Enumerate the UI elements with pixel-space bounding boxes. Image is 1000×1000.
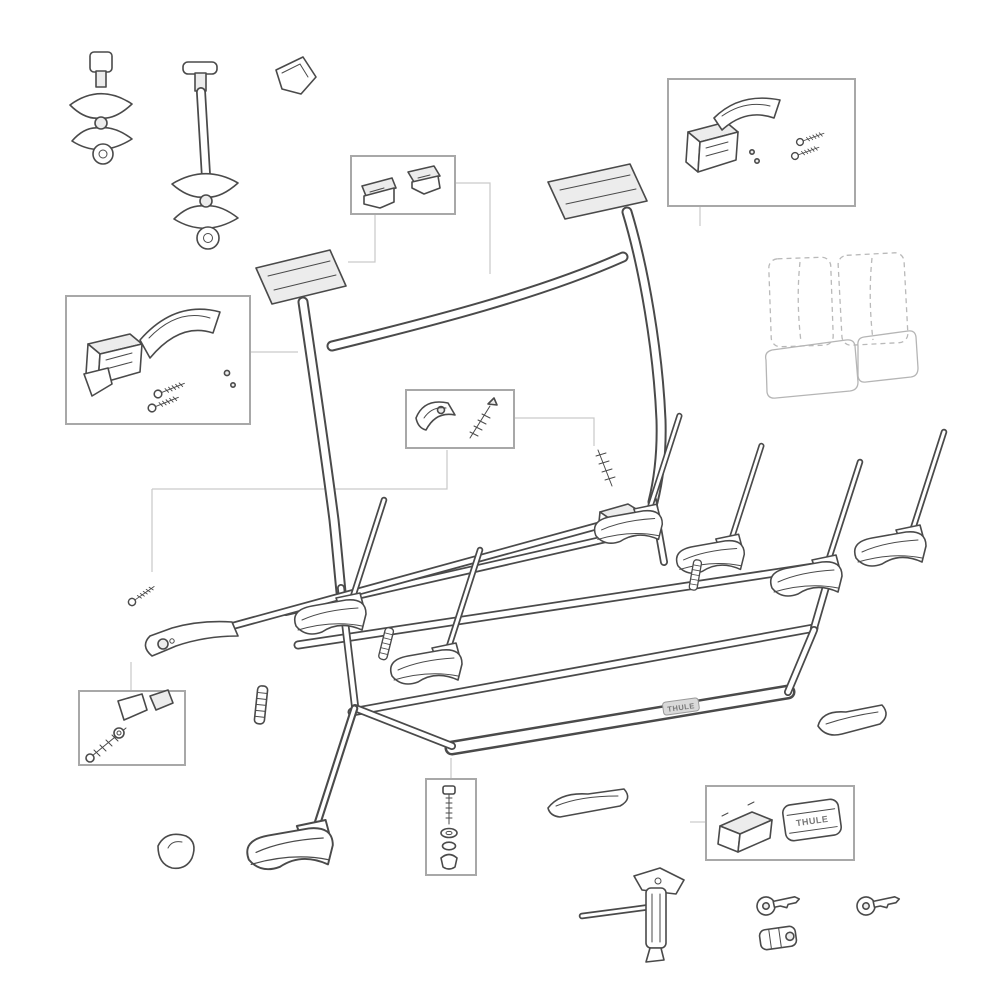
fastener-kit-small [85, 689, 174, 763]
callout-box-c [65, 295, 251, 425]
left-fasteners [126, 582, 195, 870]
upper-mount-kit [685, 97, 826, 173]
bumper-bar [444, 684, 796, 756]
clamp-long-post [171, 61, 239, 250]
logo-end-cap-kit: THULE [717, 798, 842, 853]
frame-foot-left [255, 249, 347, 305]
bumper-logo-text: THULE [667, 701, 695, 714]
upper-support-arm [144, 449, 642, 657]
bolt-washer-cap-kit [440, 785, 458, 870]
bracket-pair-kit [361, 165, 441, 209]
callout-box-d [405, 389, 515, 449]
side-mount-kit [83, 308, 237, 414]
lock-cylinder [758, 925, 798, 951]
latch-and-expander-kit [415, 397, 498, 439]
screw-icon [794, 129, 826, 148]
tensioner-tool [578, 867, 685, 963]
callout-box-g [705, 785, 855, 861]
key-icon [854, 889, 902, 918]
wheel-holder [677, 446, 762, 573]
cam-part [157, 833, 195, 870]
channel-cover [817, 704, 887, 736]
logo-end-cap: THULE [782, 798, 842, 842]
bumper-logo-plate: THULE [662, 697, 700, 716]
upright-expander-plug [595, 449, 616, 487]
screw-icon [146, 393, 181, 414]
wheel-holder [771, 462, 860, 596]
screw-icon [789, 143, 821, 162]
callout-box-b [667, 78, 856, 207]
screw-icon [152, 379, 187, 400]
protective-film-set [764, 252, 919, 399]
callout-boxes [65, 78, 856, 876]
wheel-holder [855, 432, 944, 566]
clamp-short [69, 51, 133, 165]
key-icon [754, 889, 802, 918]
end-cap [275, 56, 317, 95]
leader-lines [130, 182, 706, 823]
screw-icon [126, 582, 157, 608]
callout-box-e [78, 690, 186, 766]
keys-and-lock [754, 889, 902, 951]
frame-foot-right [547, 163, 648, 220]
frame-upright-left [297, 296, 347, 598]
callout-box-a [350, 155, 456, 215]
main-frame: THULE [255, 163, 839, 756]
wheel-holder [247, 708, 354, 869]
frame-upright-right [621, 206, 667, 508]
front-rail-upper [293, 559, 839, 650]
front-rail-lower [347, 623, 819, 717]
end-cap-logo-text: THULE [795, 814, 829, 828]
frame-crossbar [326, 251, 629, 352]
callout-box-f [425, 778, 477, 876]
ladder-strap [253, 684, 269, 726]
cover-strip [547, 788, 629, 818]
